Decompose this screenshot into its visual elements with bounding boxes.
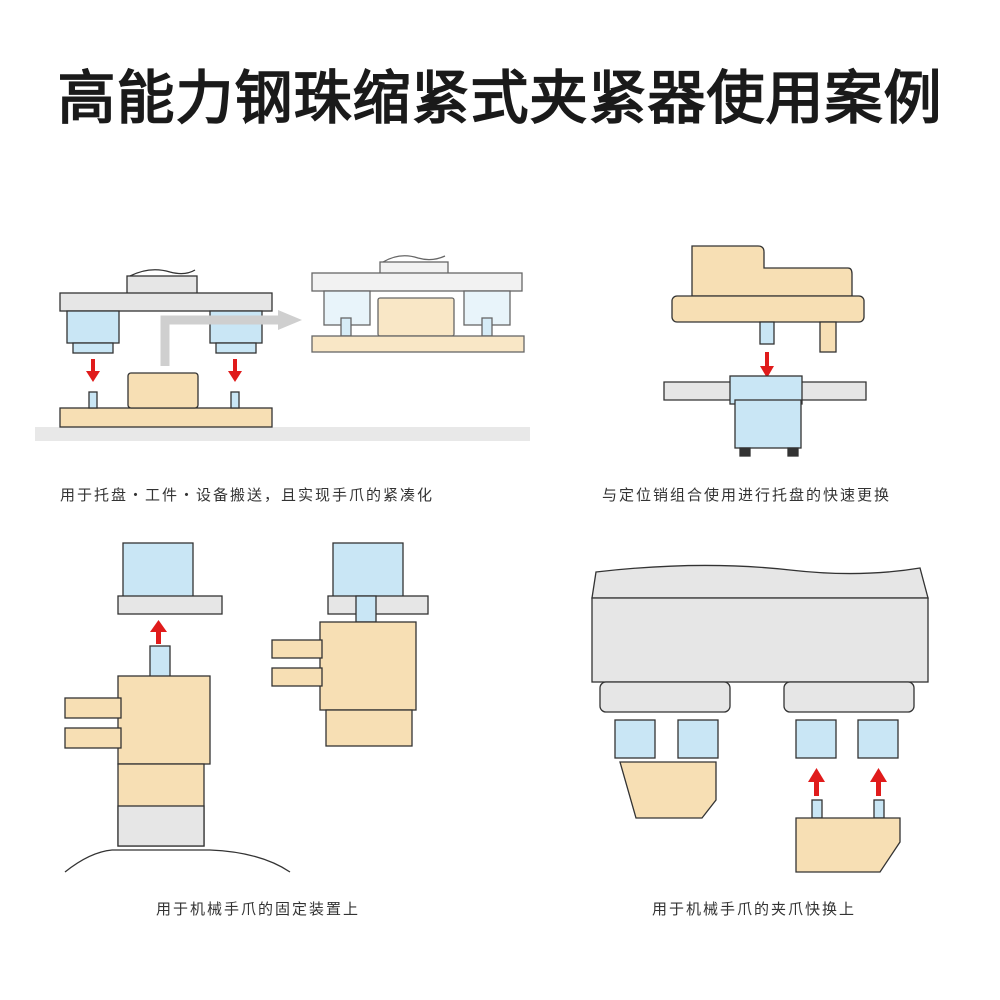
- arrow-down-icon: [86, 359, 242, 382]
- caption-top-left: 用于托盘・工件・设备搬送，且实现手爪的紧凑化: [60, 486, 435, 504]
- caption-top-right: 与定位销组合使用进行托盘的快速更换: [602, 486, 892, 504]
- locating-pin: [88, 391, 240, 409]
- pallet-quick-change-illustration: [663, 245, 867, 457]
- page-title: 高能力钢珠缩紧式夹紧器使用案例: [57, 64, 943, 132]
- clamp-left: [66, 310, 120, 354]
- pallet-transfer-illustration: [35, 255, 530, 441]
- gripper-finger-change-illustration: [591, 564, 929, 873]
- robot-hand-fixture-illustration: [64, 542, 429, 873]
- caption-bottom-left: 用于机械手爪的固定装置上: [156, 900, 361, 918]
- caption-bottom-right: 用于机械手爪的夹爪快换上: [652, 900, 857, 918]
